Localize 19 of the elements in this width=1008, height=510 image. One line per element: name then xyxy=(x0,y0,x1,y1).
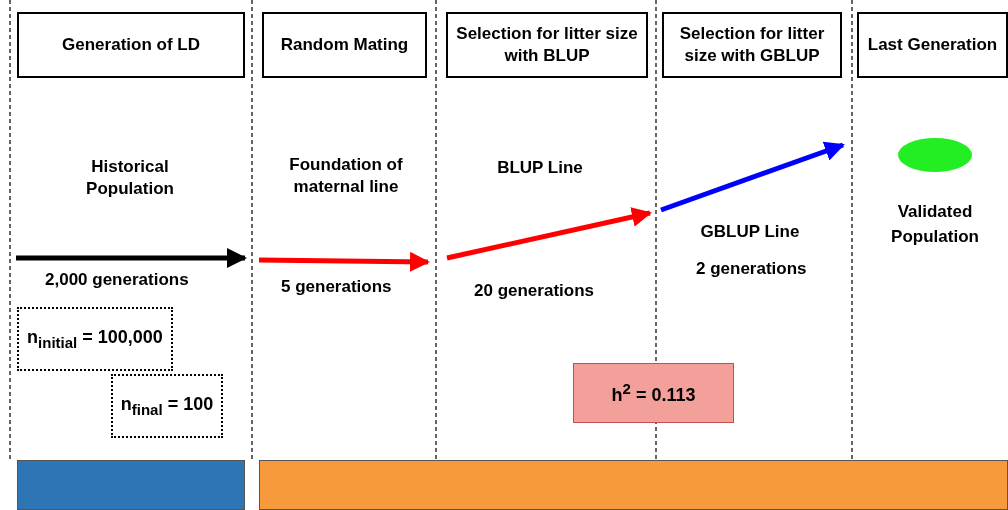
population-label: Foundation of maternal line xyxy=(266,150,426,202)
stage-header: Last Generation xyxy=(857,12,1008,78)
population-caption: Validated Population xyxy=(890,201,980,248)
line-label: BLUP Line xyxy=(470,155,610,181)
generations-label: 5 generations xyxy=(281,277,392,298)
heritability-box: h$^{2}$ = 0.113 xyxy=(573,363,734,423)
stage-header: Selection for litter size with BLUP xyxy=(446,12,648,78)
software-bar xyxy=(259,460,1008,510)
software-bar xyxy=(17,460,245,510)
stage-header: Selection for litter size with GBLUP xyxy=(662,12,842,78)
population-label: Historical Population xyxy=(60,150,200,206)
generations-label: 20 generations xyxy=(474,281,594,302)
parameter-box: n$_{initial}$ = 100,000 xyxy=(17,307,173,371)
stage-header: Generation of LD xyxy=(17,12,245,78)
stage-header: Random Mating xyxy=(262,12,427,78)
parameter-box: n$_{final}$ = 100 xyxy=(111,374,223,438)
generations-label: 2 generations xyxy=(696,259,807,280)
generations-label: 2,000 generations xyxy=(45,270,189,291)
line-label: GBLUP Line xyxy=(680,219,820,245)
